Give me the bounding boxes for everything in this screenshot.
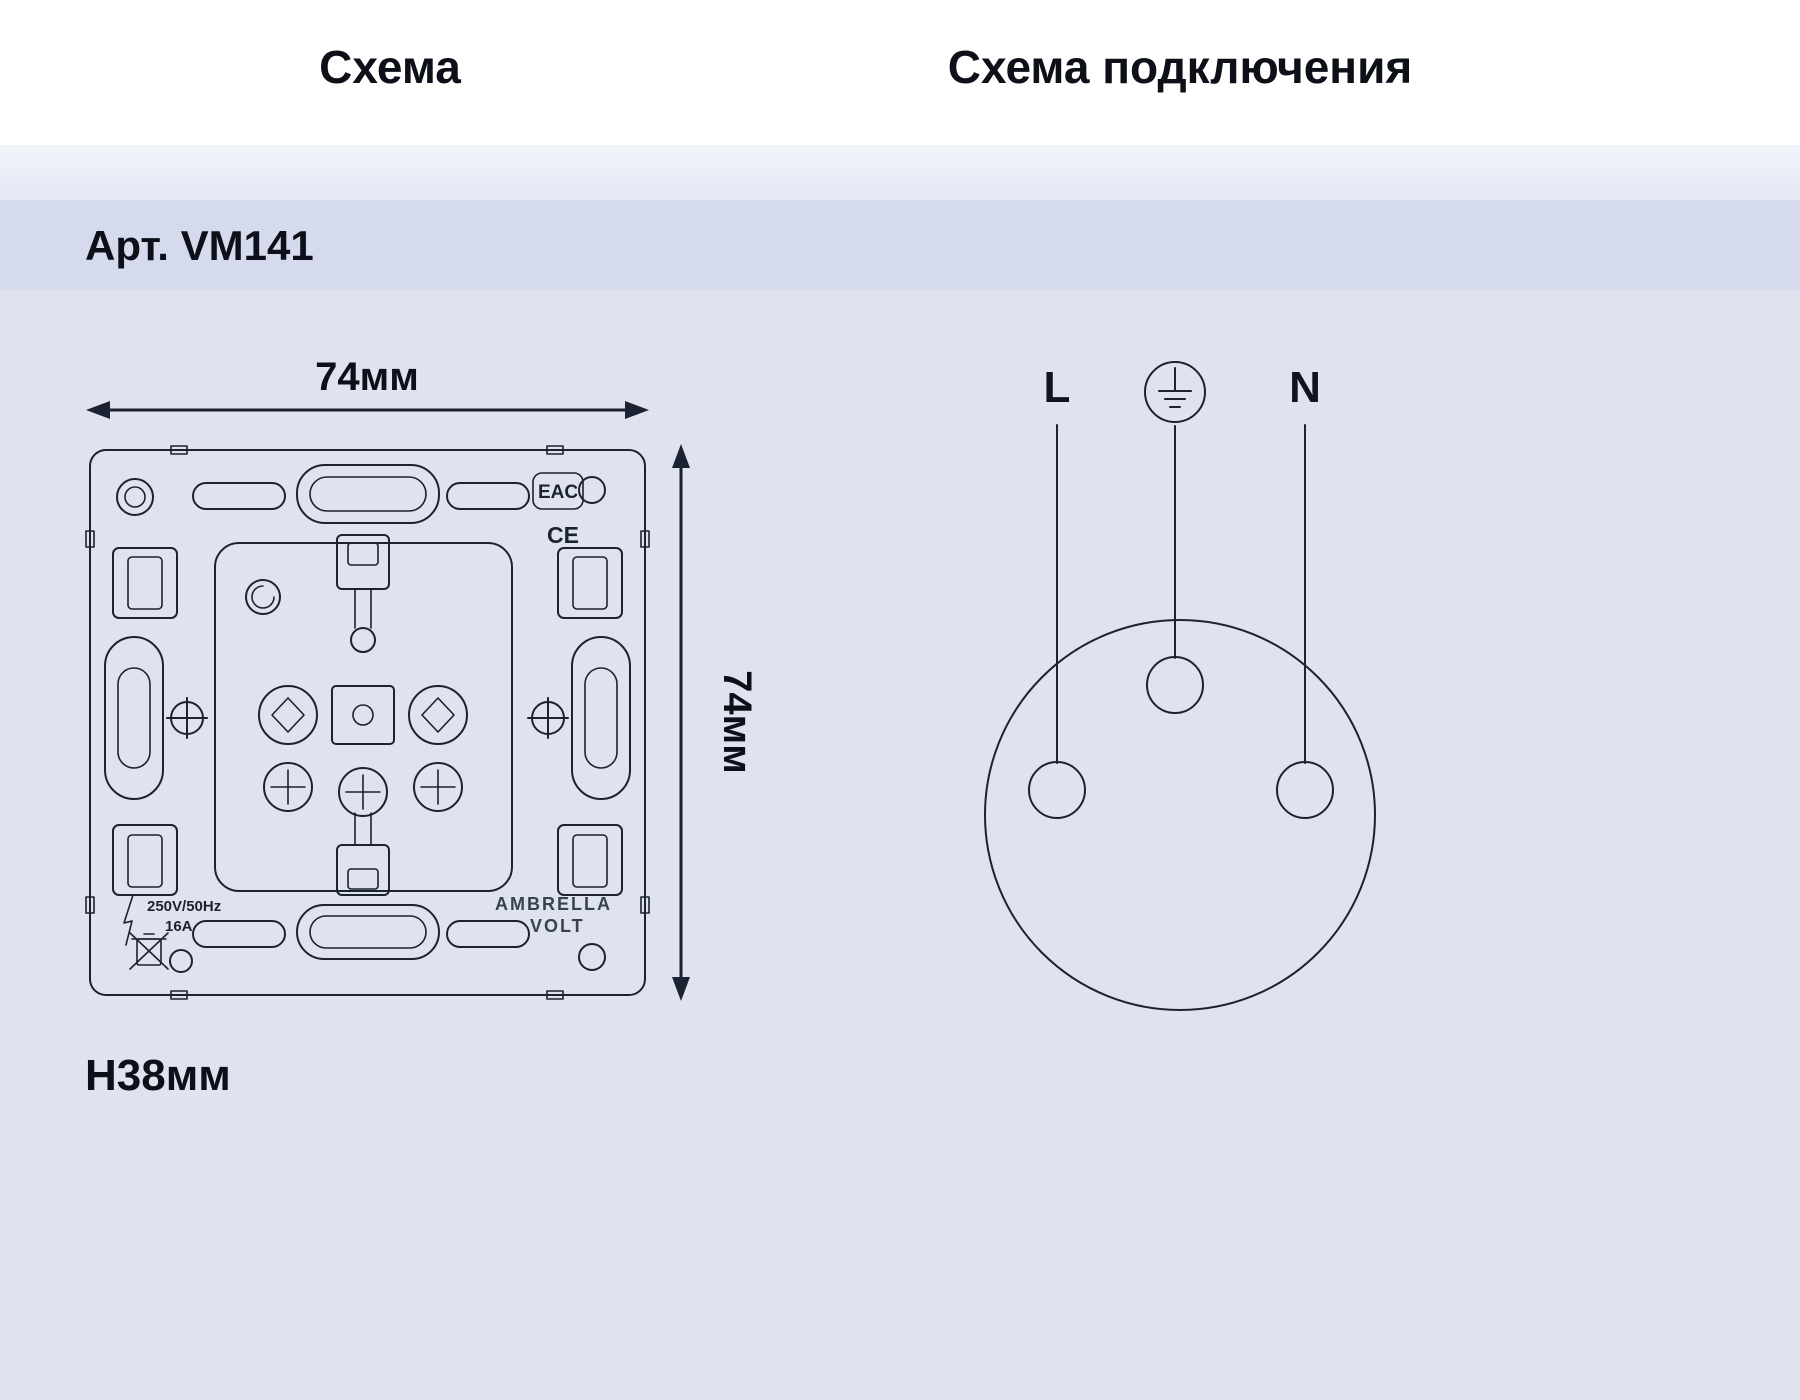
rating-voltage-label: 250V/50Hz (147, 898, 221, 915)
live-label: L (1044, 363, 1071, 412)
neutral-label: N (1289, 363, 1321, 412)
pin-receptacle-right (408, 685, 468, 745)
right-spreader-screw (527, 697, 569, 739)
scheme-panel: 74мм 74мм H38мм (85, 355, 759, 1100)
depth-label: H38мм (85, 1051, 231, 1100)
wiring-panel: L N (984, 361, 1376, 1011)
width-dimension-label: 74мм (315, 355, 419, 399)
height-dimension-arrow (672, 444, 690, 1001)
article-label: Арт. VM141 (85, 222, 314, 269)
scheme-title: Схема (319, 41, 461, 93)
terminal-screws (263, 762, 463, 817)
live-contact (1028, 761, 1086, 819)
rating-current-label: 16A (165, 918, 193, 935)
svg-text:EAC: EAC (538, 482, 578, 503)
top-cable-clamp (336, 534, 390, 629)
center-module (214, 534, 513, 896)
brand-line1: AMBRELLA (495, 894, 612, 914)
center-small-hole (350, 627, 376, 653)
article-band (0, 200, 1800, 290)
ground-contact (1146, 656, 1204, 714)
wiring-title: Схема подключения (947, 41, 1413, 93)
neutral-contact (1276, 761, 1334, 819)
ground-icon (1144, 361, 1206, 423)
height-dimension-label: 74мм (715, 670, 759, 774)
accent-band (0, 145, 1800, 200)
bottom-mounting-slots (192, 904, 530, 960)
top-mounting-slots (192, 464, 530, 524)
width-dimension-arrow (86, 401, 649, 419)
content-background (0, 145, 1800, 1400)
mechanism-drawing: EAC CE (85, 445, 650, 1000)
ce-mark: CE (547, 522, 579, 548)
socket-outline (984, 619, 1376, 1011)
corner-screw-holes (116, 476, 606, 973)
bottom-cable-clamp (336, 812, 390, 896)
trash-icon (129, 932, 169, 970)
brand-line2: VOLT (530, 916, 585, 936)
center-block (331, 685, 395, 745)
right-edge-slots (557, 547, 631, 896)
pin-receptacle-left (258, 685, 318, 745)
eac-mark: EAC (532, 472, 584, 510)
left-edge-slots (104, 547, 178, 896)
mounting-plate (85, 445, 650, 1000)
hook-mark (245, 579, 281, 615)
lightning-icon (123, 894, 134, 946)
left-spreader-screw (166, 697, 208, 739)
